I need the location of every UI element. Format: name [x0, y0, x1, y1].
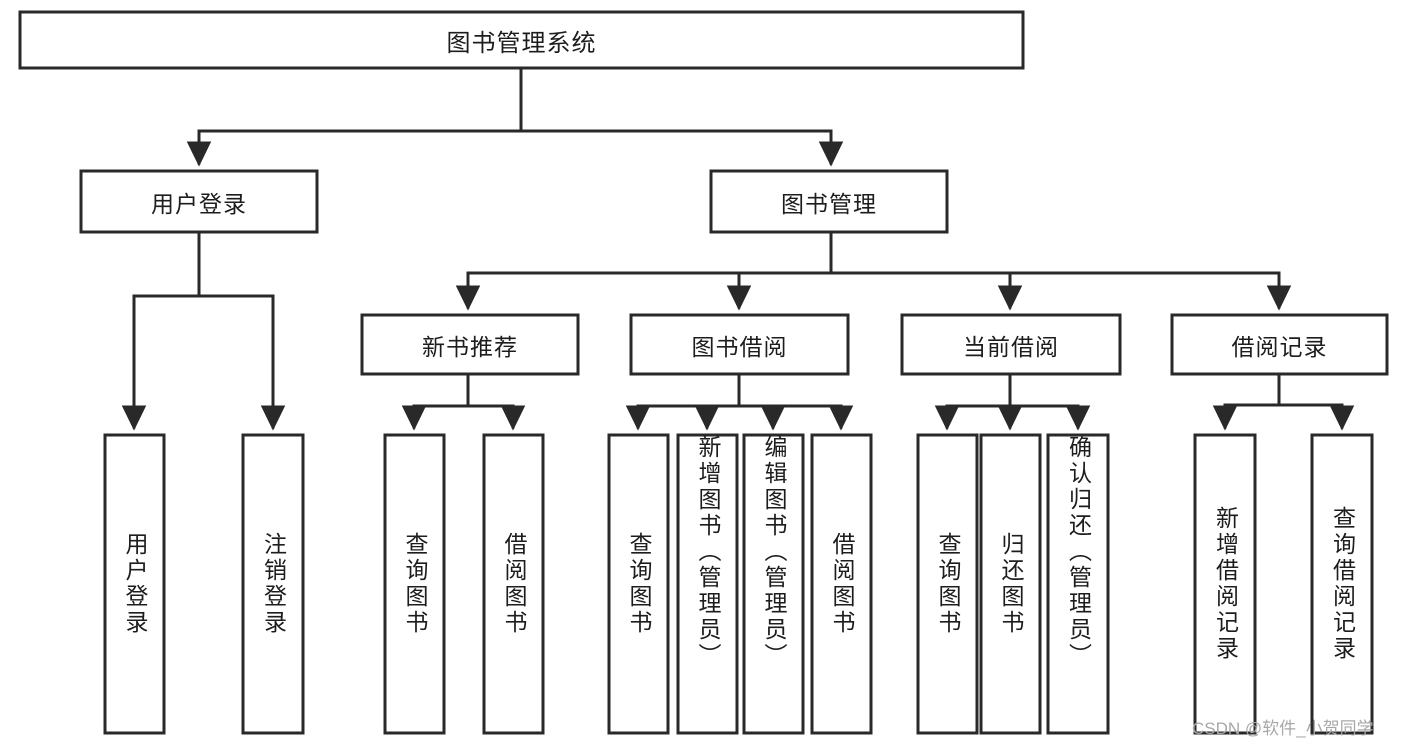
node-box-book-borrow[interactable] — [629, 313, 850, 376]
node-box-leaf-query-borrow-record[interactable] — [1310, 433, 1374, 735]
node-box-leaf-query-book-2[interactable] — [607, 433, 670, 735]
node-box-leaf-query-book-3[interactable] — [916, 433, 979, 735]
node-group — [18, 10, 1389, 735]
node-box-root[interactable] — [18, 10, 1025, 70]
node-box-leaf-confirm-return[interactable] — [1046, 433, 1110, 735]
node-box-leaf-edit-book[interactable] — [742, 433, 805, 735]
node-box-leaf-add-book[interactable] — [676, 433, 739, 735]
node-box-leaf-return-book[interactable] — [979, 433, 1042, 735]
node-box-user-login[interactable] — [79, 169, 319, 234]
node-box-leaf-borrow-book-2[interactable] — [810, 433, 873, 735]
node-box-leaf-borrow-book-1[interactable] — [482, 433, 545, 735]
node-box-leaf-user-logout[interactable] — [241, 433, 305, 735]
node-box-current-borrow[interactable] — [900, 313, 1122, 376]
node-box-leaf-add-borrow-record[interactable] — [1193, 433, 1257, 735]
node-box-book-manage[interactable] — [709, 169, 949, 234]
node-box-leaf-query-book-1[interactable] — [383, 433, 446, 735]
edge-group — [121, 66, 1355, 431]
node-box-new-book-recommend[interactable] — [360, 313, 580, 376]
node-box-borrow-record[interactable] — [1170, 313, 1389, 376]
node-box-leaf-user-login[interactable] — [103, 433, 166, 735]
